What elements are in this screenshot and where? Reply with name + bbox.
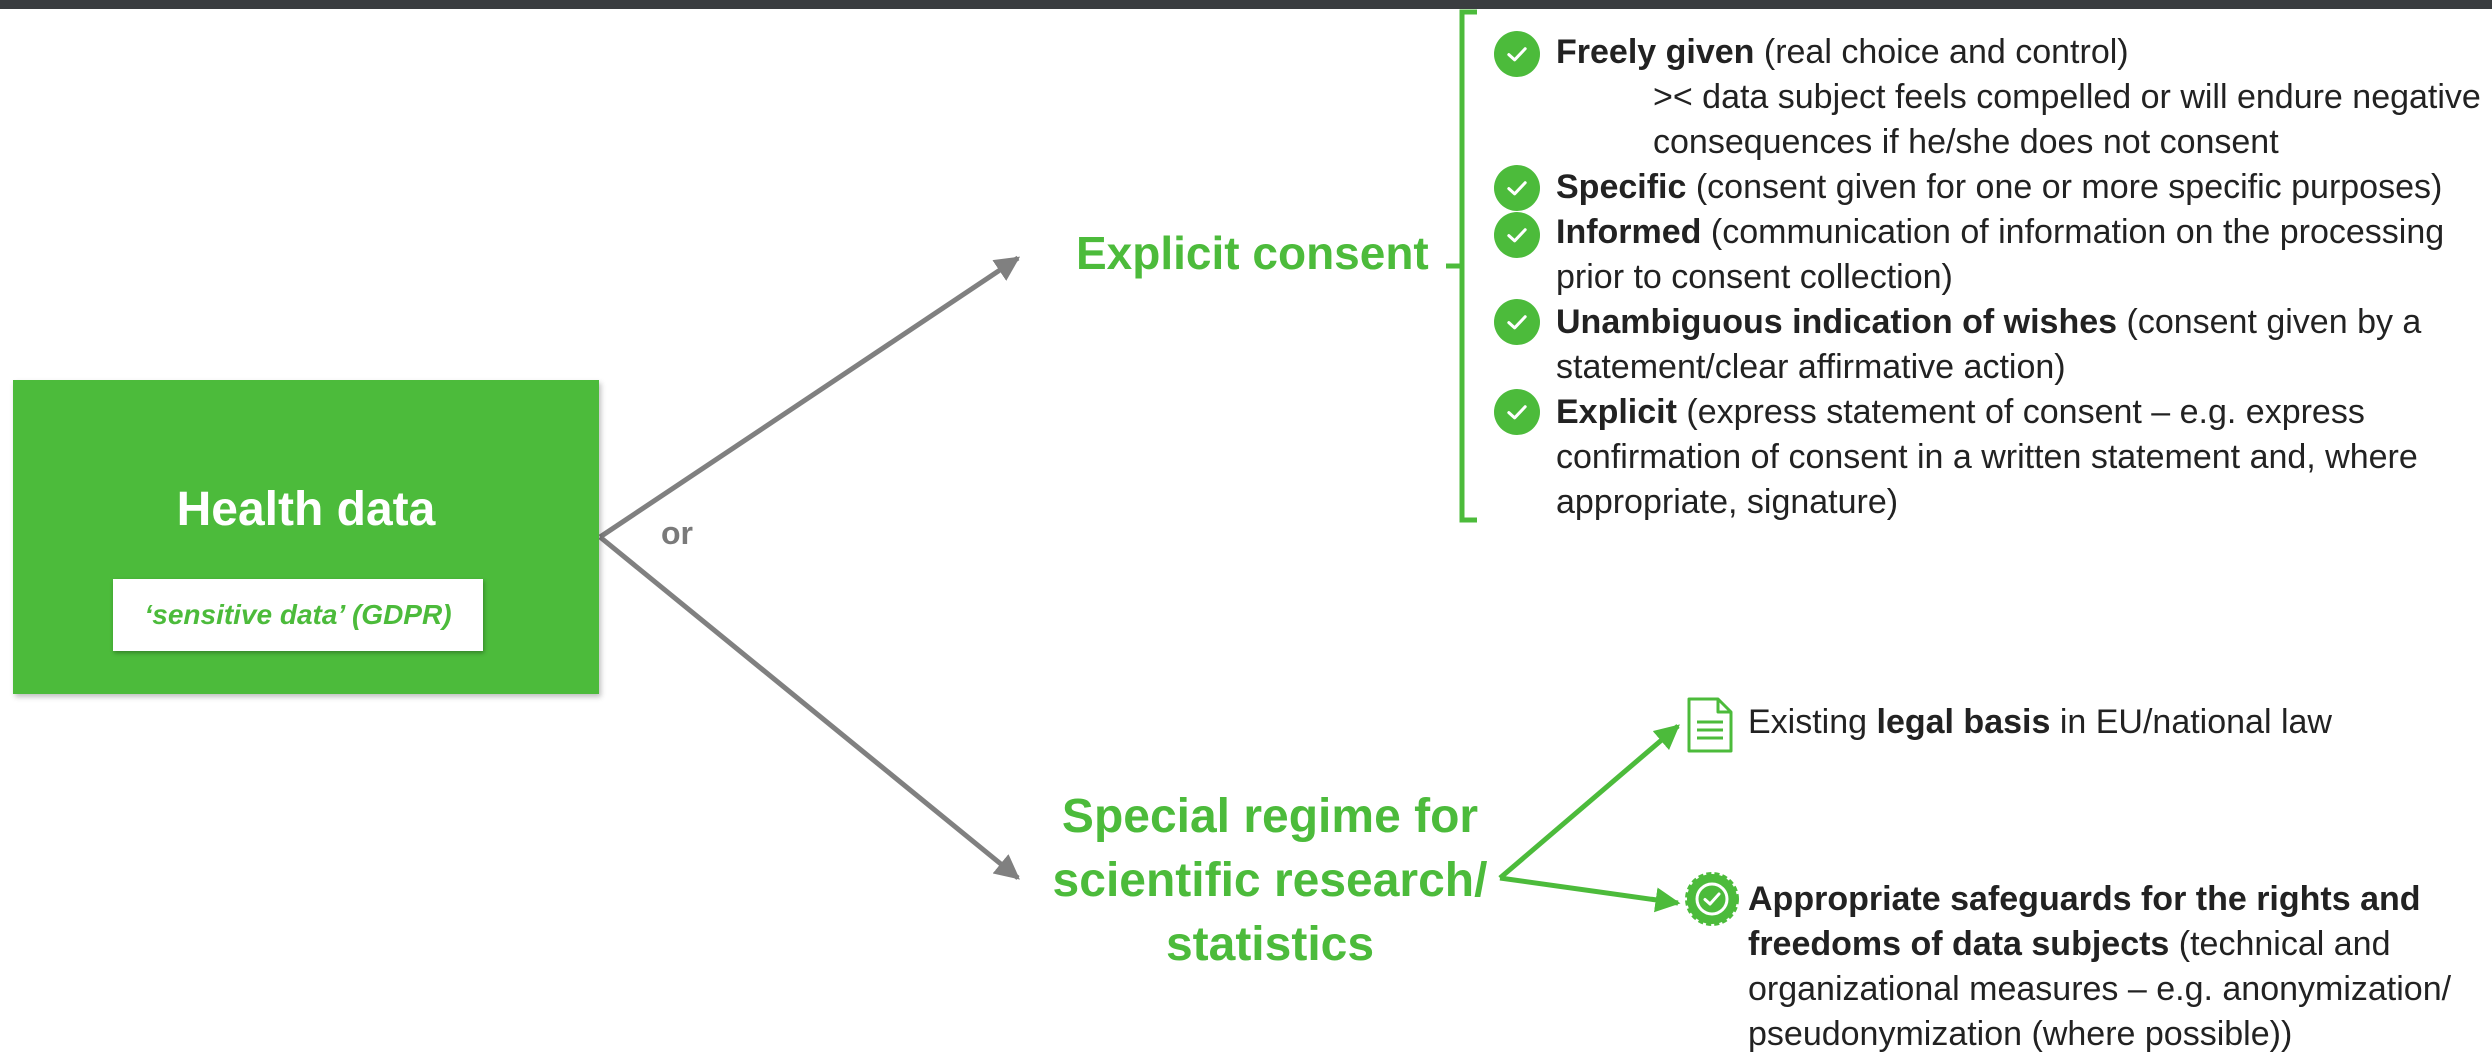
criterion-specific: Specific (consent given for one or more … [1556,165,2486,210]
criterion-title: Freely given [1556,33,1755,71]
safeguards-text: Appropriate safeguards for the rights an… [1748,877,2488,1057]
criterion-detail: (communication of information on the pro… [1556,213,2445,296]
criterion-detail: (express statement of consent – e.g. exp… [1556,393,2418,521]
seal-check-icon [1685,872,1739,926]
check-circle-icon [1494,212,1540,258]
criterion-freely-given-note: >< data subject feels compelled or will … [1653,78,2481,161]
document-icon [1687,697,1733,753]
check-circle-icon [1494,299,1540,345]
criteria-brace [1446,9,1477,523]
arrow-to-special-regime [598,535,1020,880]
criterion-unambiguous: Unambiguous indication of wishes (consen… [1556,300,2436,390]
legal-basis-suffix: in EU/national law [2050,703,2332,741]
safeguards-detail: (technical and organizational measures –… [1748,925,2452,1053]
top-bar [0,0,2492,9]
special-regime-heading: Special regime for scientific research/ … [1052,790,1488,971]
arrow-to-safeguards [1499,875,1681,913]
or-label: or [661,515,693,551]
check-circle-icon [1494,31,1540,77]
criterion-title: Unambiguous indication of wishes [1556,303,2118,341]
arrow-to-explicit-consent [598,255,1021,540]
explicit-consent-heading: Explicit consent [1076,227,1429,279]
sensitive-data-label: ‘sensitive data’ (GDPR) [113,579,483,651]
safeguards-bold: Appropriate safeguards for the rights an… [1748,880,2421,963]
criterion-explicit: Explicit (express statement of consent –… [1556,390,2436,525]
criterion-informed: Informed (communication of information o… [1556,210,2476,300]
arrow-to-legal-basis [1498,724,1680,880]
criterion-freely-given: Freely given (real choice and control) [1556,30,2486,75]
criterion-detail: (consent given for one or more specific … [1686,168,2443,206]
check-circle-icon [1494,165,1540,211]
criterion-title: Specific [1556,168,1687,206]
health-data-box: Health data ‘sensitive data’ (GDPR) [13,380,599,694]
criterion-title: Informed [1556,213,1702,251]
health-data-title: Health data [176,483,436,536]
criterion-detail: (consent given by a statement/clear affi… [1556,303,2422,386]
legal-basis-prefix: Existing [1748,703,1877,741]
legal-basis-bold: legal basis [1876,703,2051,741]
legal-basis-text: Existing legal basis in EU/national law [1748,700,2332,745]
criterion-detail: (real choice and control) [1754,33,2129,71]
check-circle-icon [1494,389,1540,435]
criterion-title: Explicit [1556,393,1677,431]
